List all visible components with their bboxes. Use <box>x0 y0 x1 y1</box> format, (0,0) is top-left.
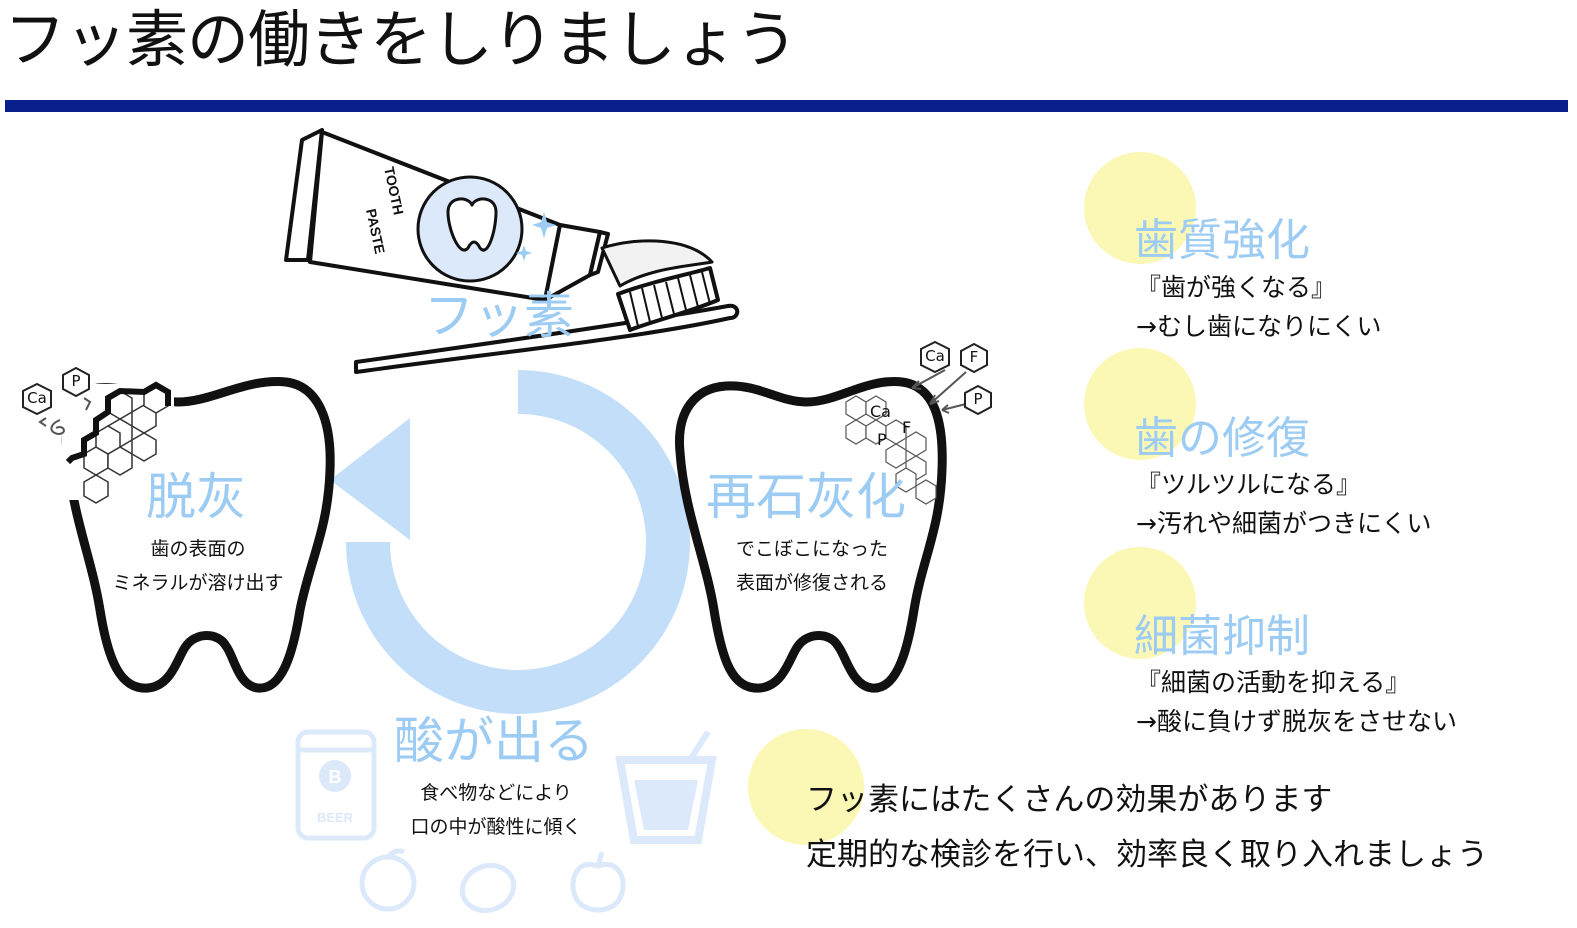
left-tooth-edge <box>65 381 171 465</box>
effect-1-line1: 『歯が強くなる』 <box>1136 273 1337 302</box>
ion-hex-ca-left: Ca <box>20 382 54 416</box>
left-tooth-hex-pattern <box>83 384 169 504</box>
demineralization-line1: 歯の表面の <box>150 538 246 560</box>
summary-line2: 定期的な検診を行い、効率良く取り入れましょう <box>806 837 1488 873</box>
fluoride-label: フッ素 <box>424 287 574 345</box>
hexagon-icon <box>22 382 52 416</box>
beer-can-label: BEER <box>317 810 354 825</box>
juice-cup-icon <box>615 730 717 844</box>
acid-line2: 口の中が酸性に傾く <box>410 816 582 838</box>
acid-description: 食べ物などにより 口の中が酸性に傾く <box>396 776 596 844</box>
lemon-icon <box>459 862 517 914</box>
ion-hex-p-right: P <box>962 384 994 416</box>
beer-can-badge: B <box>329 767 342 787</box>
effect-heading-3: 細菌抑制 <box>1134 611 1310 662</box>
right-tooth-hex-pattern <box>845 395 937 505</box>
ion-in-tooth-ca: Ca <box>870 402 891 421</box>
ion-hex-f-right: F <box>958 342 990 374</box>
ion-label: P <box>71 372 81 390</box>
acid-heading: 酸が出る <box>394 712 594 770</box>
effect-heading-1: 歯質強化 <box>1134 215 1310 266</box>
acid-line1: 食べ物などにより <box>420 782 572 804</box>
highlight-circle-1 <box>1084 152 1196 264</box>
remineralization-line1: でこぼこになった <box>735 538 888 560</box>
effect-heading-2: 歯の修復 <box>1134 413 1310 464</box>
ion-in-tooth-f: F <box>902 418 912 437</box>
summary: フッ素にはたくさんの効果があります 定期的な検診を行い、効率良く取り入れましょう <box>806 776 1488 880</box>
highlight-circle-3 <box>1084 547 1196 659</box>
effect-description-2: 『ツルツルになる』 →汚れや細菌がつきにくい <box>1136 465 1431 543</box>
remineralization-description: でこぼこになった 表面が修復される <box>712 532 912 600</box>
effect-3-line1: 『細菌の活動を抑える』 <box>1136 668 1411 697</box>
effect-1-line2: →むし歯になりにくい <box>1136 312 1382 341</box>
demineralization-heading: 脱灰 <box>146 468 246 526</box>
ion-hex-ca-right: Ca <box>918 340 952 374</box>
ion-hex-p-left: P <box>60 366 92 398</box>
hexagon-icon <box>62 366 90 398</box>
effect-3-line2: →酸に負けず脱灰をさせない <box>1136 707 1457 736</box>
effect-description-1: 『歯が強くなる』 →むし歯になりにくい <box>1136 268 1381 346</box>
effect-2-line2: →汚れや細菌がつきにくい <box>1136 509 1432 538</box>
demineralization-line2: ミネラルが溶け出す <box>112 572 284 594</box>
highlight-circle-4 <box>748 729 864 845</box>
effect-description-3: 『細菌の活動を抑える』 →酸に負けず脱灰をさせない <box>1136 663 1457 741</box>
orange-icon <box>359 848 417 912</box>
remineralization-line2: 表面が修復される <box>735 572 888 594</box>
right-tooth-outline <box>674 377 947 693</box>
cycle-arrow-icon <box>330 370 690 714</box>
page-title: フッ素の働きをしりましょう <box>4 3 798 76</box>
ion-label: P <box>973 390 983 408</box>
highlight-circle-2 <box>1084 348 1196 460</box>
demineralization-description: 歯の表面の ミネラルが溶け出す <box>98 532 298 600</box>
summary-line1: フッ素にはたくさんの効果があります <box>806 782 1333 818</box>
ion-label: Ca <box>27 389 47 407</box>
title-underline-bar <box>5 100 1568 112</box>
apple-icon <box>570 851 626 913</box>
remineralization-heading: 再石灰化 <box>706 468 906 526</box>
hexagon-icon <box>964 384 992 416</box>
toothpaste-tube-icon <box>284 128 714 302</box>
effect-2-line1: 『ツルツルになる』 <box>1136 470 1362 499</box>
ion-in-tooth-p: P <box>877 430 887 449</box>
ion-label: Ca <box>925 347 945 365</box>
hexagon-icon <box>960 342 988 374</box>
hexagon-icon <box>920 340 950 374</box>
beer-can-icon <box>295 729 377 841</box>
toothbrush-icon <box>354 266 740 374</box>
ion-label: F <box>969 348 979 366</box>
sparkle-icon <box>516 212 556 261</box>
ion-arrows <box>38 369 967 436</box>
